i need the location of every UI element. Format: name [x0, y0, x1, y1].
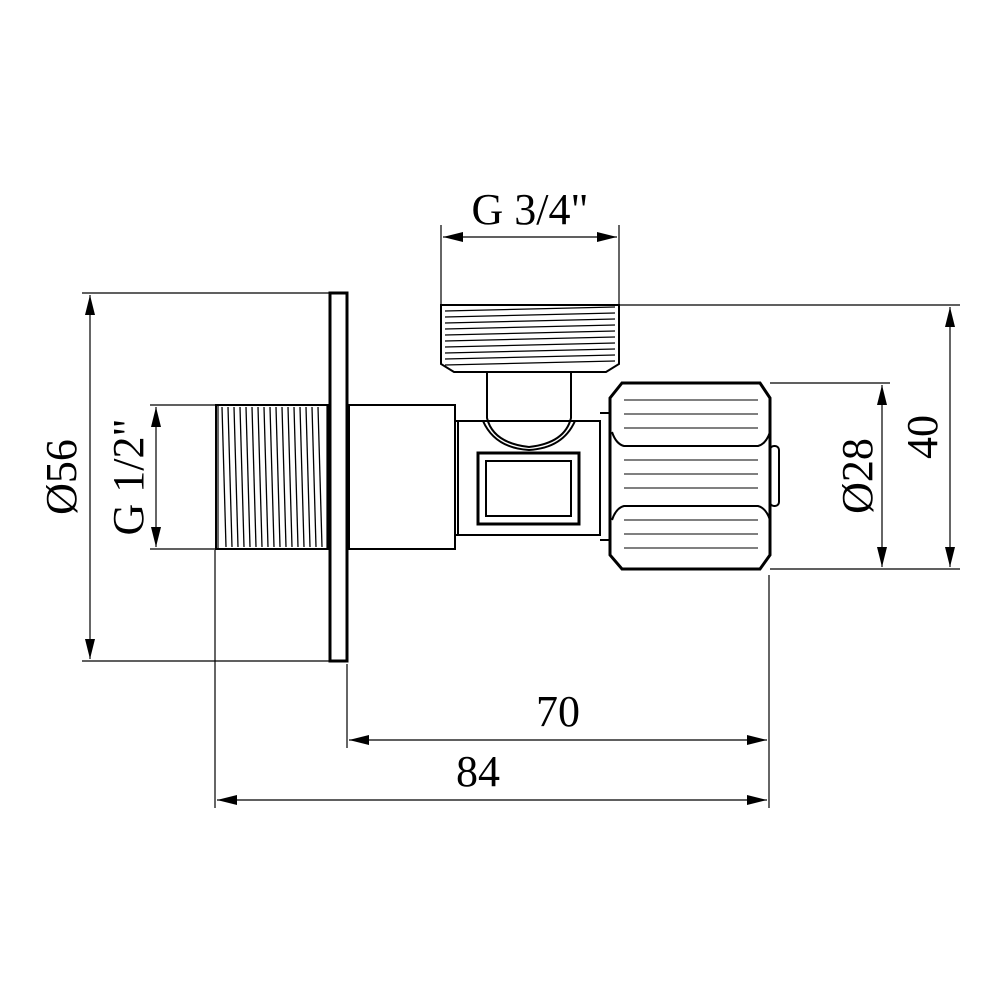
thread-line [257, 406, 263, 548]
label-inlet-thread: G 1/2" [104, 419, 153, 536]
thread-line [245, 406, 251, 548]
extension-lines [82, 225, 960, 808]
dimension-lines [85, 232, 955, 805]
thread-line [444, 324, 616, 330]
thread-line [444, 354, 616, 360]
thread-line [251, 406, 257, 548]
thread-line [299, 406, 305, 548]
label-height: 40 [898, 415, 947, 459]
thread-line [233, 406, 239, 548]
inlet-thread [215, 404, 329, 550]
thread-line [444, 306, 616, 312]
thread-line [293, 406, 299, 548]
outlet-thread [440, 304, 620, 373]
thread-line [444, 318, 616, 324]
wall-flange [328, 291, 349, 663]
label-cap-diameter: Ø28 [833, 438, 882, 514]
cap-nut [600, 381, 780, 571]
thread-line [317, 406, 323, 548]
outlet-neck [482, 372, 576, 452]
thread-line [444, 330, 616, 336]
thread-line [263, 406, 269, 548]
thread-line [281, 406, 287, 548]
thread-line [269, 406, 275, 548]
dimension-labels: Ø56 G 1/2" G 3/4" Ø28 40 70 84 [37, 185, 947, 796]
thread-line [239, 406, 245, 548]
thread-line [444, 342, 616, 348]
thread-line [311, 406, 317, 548]
thread-line [287, 406, 293, 548]
thread-line [444, 348, 616, 354]
thread-line [305, 406, 311, 548]
valve-body [348, 404, 601, 550]
thread-line [444, 336, 616, 342]
thread-line [221, 406, 227, 548]
thread-line [444, 312, 616, 318]
thread-line [275, 406, 281, 548]
label-body-length: 70 [536, 687, 580, 736]
label-overall-length: 84 [456, 747, 500, 796]
label-outlet-thread: G 3/4" [472, 185, 589, 234]
body-window [476, 451, 581, 526]
thread-line [227, 406, 233, 548]
label-flange-diameter: Ø56 [37, 439, 86, 515]
thread-line [444, 360, 616, 366]
